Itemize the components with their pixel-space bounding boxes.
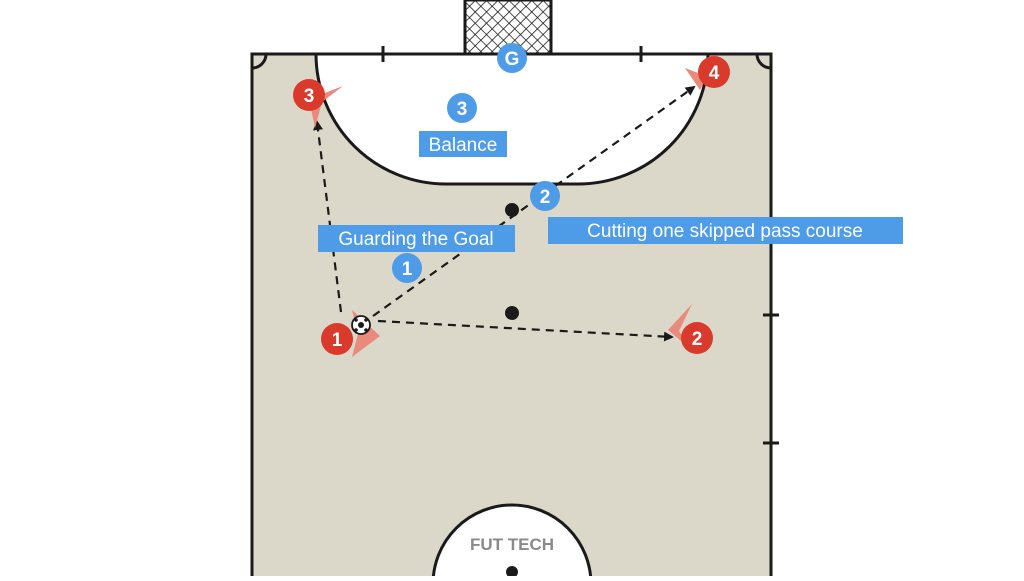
pass-line-to-attacker-2 [377, 319, 674, 342]
corner-arc-left [251, 53, 268, 70]
defender-2-number: 2 [540, 187, 551, 208]
role-label-balance: Balance [419, 131, 507, 157]
defender-2: 2 [530, 181, 560, 211]
defender-1: 1 [392, 253, 422, 283]
line-markers [381, 46, 779, 445]
attacker-3: 3 [293, 79, 343, 128]
defender-3-number: 3 [457, 99, 468, 120]
second-penalty-spot [505, 306, 519, 320]
goalkeeper-label: G [505, 49, 520, 70]
role-label-guarding-text: Guarding the Goal [338, 229, 493, 250]
role-label-cutting-text: Cutting one skipped pass course [587, 221, 863, 242]
role-label-cutting: Cutting one skipped pass course [548, 217, 903, 244]
penalty-area [314, 52, 710, 186]
pass-line-to-attacker-3 [313, 120, 343, 313]
attacker-1-number: 1 [332, 330, 343, 351]
soccer-ball-icon [351, 315, 371, 335]
defender-3: 3 [447, 93, 477, 123]
attacker-3-number: 3 [304, 86, 315, 107]
attacker-2: 2 [668, 304, 713, 354]
watermark-logo: FUT TECH [470, 535, 554, 554]
attacker-4-number: 4 [709, 63, 720, 84]
attacker-4-direction [685, 52, 720, 90]
attacker-2-number: 2 [692, 329, 703, 350]
role-label-guarding: Guarding the Goal [318, 225, 515, 252]
attacker-4: 4 [685, 52, 730, 90]
goalkeeper: G [497, 43, 527, 73]
center-circle [431, 503, 593, 581]
penalty-spot [505, 203, 519, 217]
corner-arc-right [755, 53, 772, 70]
center-spot [506, 566, 518, 578]
role-label-balance-text: Balance [429, 135, 498, 156]
attacker-2-direction [668, 304, 692, 350]
goal-net [463, 0, 553, 56]
defender-1-number: 1 [402, 259, 413, 280]
